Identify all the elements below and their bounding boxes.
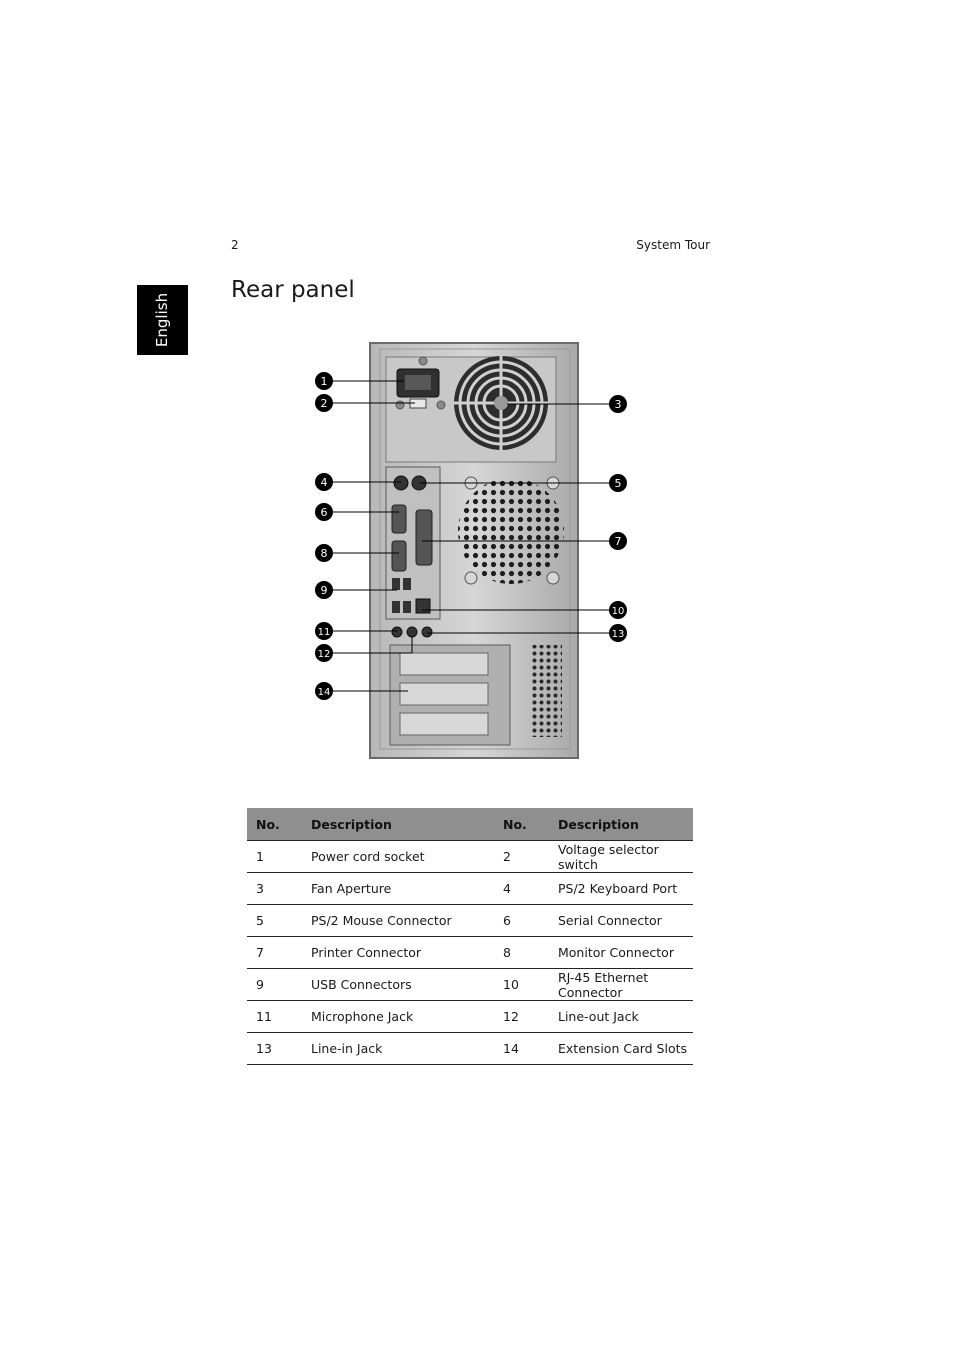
callout-3-label: 3 [615, 398, 622, 411]
table-cell: PS/2 Mouse Connector [302, 904, 494, 937]
table-cell: USB Connectors [302, 968, 494, 1001]
table-cell: Line-out Jack [549, 1000, 693, 1033]
table-cell: Microphone Jack [302, 1000, 494, 1033]
header-no-1: No. [247, 808, 302, 841]
table-cell: 1 [247, 840, 302, 873]
psu-fan [454, 356, 548, 450]
callout-3: 3 [609, 395, 627, 413]
table-cell: Fan Aperture [302, 872, 494, 905]
table-cell: 3 [247, 872, 302, 905]
side-vent [530, 645, 562, 737]
table-cell: 4 [494, 872, 549, 905]
table-cell: 12 [494, 1000, 549, 1033]
callout-10-label: 10 [612, 606, 625, 617]
language-tab: English [137, 285, 188, 355]
table-row: 5 PS/2 Mouse Connector 6 Serial Connecto… [247, 904, 693, 937]
callout-2-label: 2 [321, 397, 328, 410]
callout-12-label: 12 [318, 649, 331, 660]
table-cell: 6 [494, 904, 549, 937]
table-row: 11 Microphone Jack 12 Line-out Jack [247, 1000, 693, 1033]
callout-1-label: 1 [321, 375, 328, 388]
callout-8-label: 8 [321, 547, 328, 560]
rear-panel-figure: 1 2 3 4 5 6 7 8 9 10 11 12 [315, 342, 627, 759]
table-row: 3 Fan Aperture 4 PS/2 Keyboard Port [247, 872, 693, 905]
language-tab-label: English [153, 292, 172, 348]
table-cell: Line-in Jack [302, 1032, 494, 1065]
chassis-inner [379, 348, 571, 750]
table-cell: 11 [247, 1000, 302, 1033]
table-cell: RJ-45 Ethernet Connector [549, 968, 693, 1001]
header-no-2: No. [494, 808, 549, 841]
table-cell: 14 [494, 1032, 549, 1065]
callout-11-label: 11 [318, 627, 331, 638]
page-title: Rear panel [231, 277, 355, 303]
table-cell: 8 [494, 936, 549, 969]
table-cell: Power cord socket [302, 840, 494, 873]
callout-4: 4 [315, 473, 333, 491]
callout-6: 6 [315, 503, 333, 521]
table-cell: 13 [247, 1032, 302, 1065]
table-cell: Voltage selector switch [549, 840, 693, 873]
callout-9: 9 [315, 581, 333, 599]
callout-11: 11 [315, 622, 333, 640]
table-row: 1 Power cord socket 2 Voltage selector s… [247, 840, 693, 873]
callout-13-label: 13 [612, 629, 625, 640]
table-cell: PS/2 Keyboard Port [549, 872, 693, 905]
callout-12: 12 [315, 644, 333, 662]
table-cell: 9 [247, 968, 302, 1001]
table-row: 7 Printer Connector 8 Monitor Connector [247, 936, 693, 969]
callout-10: 10 [609, 601, 627, 619]
callout-5: 5 [609, 474, 627, 492]
running-title: System Tour [636, 238, 710, 252]
callout-7-label: 7 [615, 535, 622, 548]
components-table: No. Description No. Description 1 Power … [247, 808, 693, 1065]
table-cell: 2 [494, 840, 549, 873]
header-description-1: Description [302, 808, 494, 841]
table-header-row: No. Description No. Description [247, 808, 693, 841]
callout-7: 7 [609, 532, 627, 550]
table-cell: Printer Connector [302, 936, 494, 969]
components-table-container: No. Description No. Description 1 Power … [247, 808, 693, 1065]
callout-8: 8 [315, 544, 333, 562]
callout-4-label: 4 [321, 476, 328, 489]
table-cell: 10 [494, 968, 549, 1001]
header-description-2: Description [549, 808, 693, 841]
table-row: 13 Line-in Jack 14 Extension Card Slots [247, 1032, 693, 1065]
table-cell: Serial Connector [549, 904, 693, 937]
table-row: 9 USB Connectors 10 RJ-45 Ethernet Conne… [247, 968, 693, 1001]
callout-9-label: 9 [321, 584, 328, 597]
page-number: 2 [231, 238, 239, 252]
callout-14-label: 14 [318, 687, 331, 698]
table-cell: 5 [247, 904, 302, 937]
table-cell: Extension Card Slots [549, 1032, 693, 1065]
table-cell: Monitor Connector [549, 936, 693, 969]
callout-13: 13 [609, 624, 627, 642]
system-fan-grill [458, 478, 564, 584]
callout-14: 14 [315, 682, 333, 700]
callout-2: 2 [315, 394, 333, 412]
callout-6-label: 6 [321, 506, 328, 519]
callout-1: 1 [315, 372, 333, 390]
callout-5-label: 5 [615, 477, 622, 490]
table-cell: 7 [247, 936, 302, 969]
